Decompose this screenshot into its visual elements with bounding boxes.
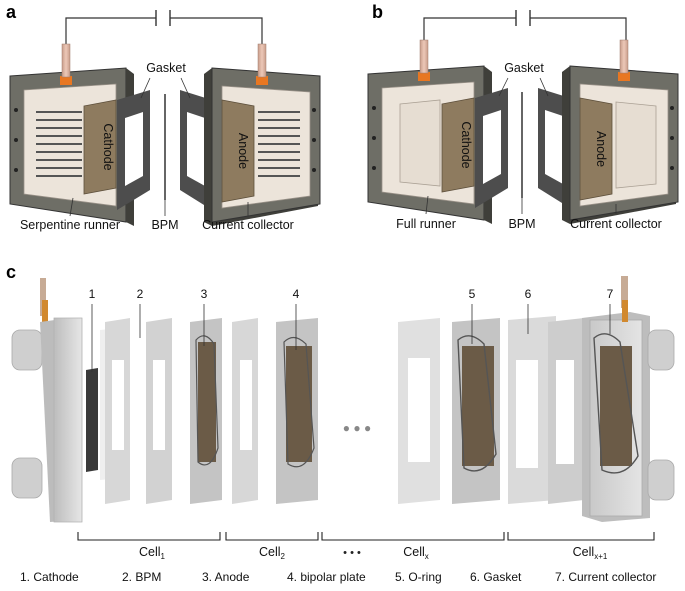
- connector-icon: [618, 72, 630, 81]
- cell-bracket-x: [321, 532, 505, 541]
- legend-item-oring: 5. O-ring: [395, 570, 442, 584]
- cathode-block: Cathode: [367, 39, 492, 224]
- legend-item-bpm: 2. BPM: [122, 570, 162, 584]
- legend-item-current-collector: 7. Current collector: [555, 570, 657, 584]
- panel-a: a Cathode: [6, 2, 321, 232]
- panel-label-a: a: [6, 2, 17, 22]
- anode-label-a: Anode: [236, 133, 250, 169]
- anode-block: Anode: [562, 39, 679, 224]
- gasket-label-b: Gasket: [504, 61, 544, 75]
- cathode-label-a: Cathode: [101, 123, 115, 170]
- collector-label-b: Current collector: [570, 217, 662, 231]
- leader-line: [539, 77, 549, 97]
- legend-item-bipolar-plate: 4. bipolar plate: [287, 570, 366, 584]
- anode-block: Anode: [204, 43, 321, 226]
- cell-bracket-1: [77, 532, 221, 541]
- rod-icon: [257, 43, 267, 78]
- cell-ellipsis: • • •: [343, 547, 361, 559]
- cathode-strip: [86, 368, 98, 472]
- legend-item-cathode: 1. Cathode: [20, 570, 79, 584]
- runner-label-b: Full runner: [396, 217, 456, 231]
- cell-bracket-2: [225, 532, 319, 541]
- cathode-electrode: [83, 99, 117, 195]
- bpm-label-b: BPM: [508, 217, 535, 231]
- anode-electrode: [579, 97, 613, 201]
- cathode-label-b: Cathode: [459, 121, 473, 168]
- panel-label-b: b: [372, 2, 383, 22]
- cathode-electrode: [441, 97, 475, 193]
- connector-icon: [60, 76, 72, 85]
- connector-icon: [256, 76, 268, 85]
- cell-label-x: Cellx: [403, 545, 429, 561]
- component-number-6: 6: [525, 287, 532, 301]
- panel-label-c: c: [6, 262, 16, 282]
- collector-label-a: Current collector: [202, 218, 294, 232]
- leader-line: [180, 77, 191, 99]
- circuit-wire: [65, 17, 263, 48]
- component-number-3: 3: [201, 287, 208, 301]
- component-number-1: 1: [89, 287, 96, 301]
- leader-line: [69, 197, 74, 217]
- rod-icon: [61, 43, 71, 78]
- connector-icon: [418, 72, 430, 81]
- panel-b: b Cathode Anode: [367, 2, 679, 231]
- component-number-2: 2: [137, 287, 144, 301]
- leader-line: [425, 195, 429, 215]
- anode-electrode: [221, 99, 255, 203]
- cell-label-x1: Cellx+1: [573, 545, 608, 561]
- component-number-7: 7: [607, 287, 614, 301]
- cell-label-2: Cell2: [259, 545, 286, 561]
- component-number-4: 4: [293, 287, 300, 301]
- cell-bracket-x1: [507, 532, 655, 541]
- component-number-5: 5: [469, 287, 476, 301]
- end-plate-left: [11, 278, 83, 523]
- cell-label-1: Cell1: [139, 545, 166, 561]
- runner-label-a: Serpentine runner: [20, 218, 120, 232]
- panel-c: c ● ● ●: [6, 262, 675, 561]
- bpm-label-a: BPM: [151, 218, 178, 232]
- anode-label-b: Anode: [594, 131, 608, 167]
- leader-line: [498, 77, 509, 97]
- ellipsis-dots: ● ● ●: [343, 421, 371, 435]
- gasket-label-a: Gasket: [146, 61, 186, 75]
- circuit-wire: [423, 17, 627, 46]
- rod-icon: [419, 39, 429, 74]
- legend-item-anode: 3. Anode: [202, 570, 250, 584]
- legend-item-gasket: 6. Gasket: [470, 570, 522, 584]
- current-collector: [582, 276, 675, 522]
- cathode-block: Cathode: [9, 43, 134, 226]
- rod-icon: [619, 39, 629, 74]
- leader-line: [140, 77, 151, 99]
